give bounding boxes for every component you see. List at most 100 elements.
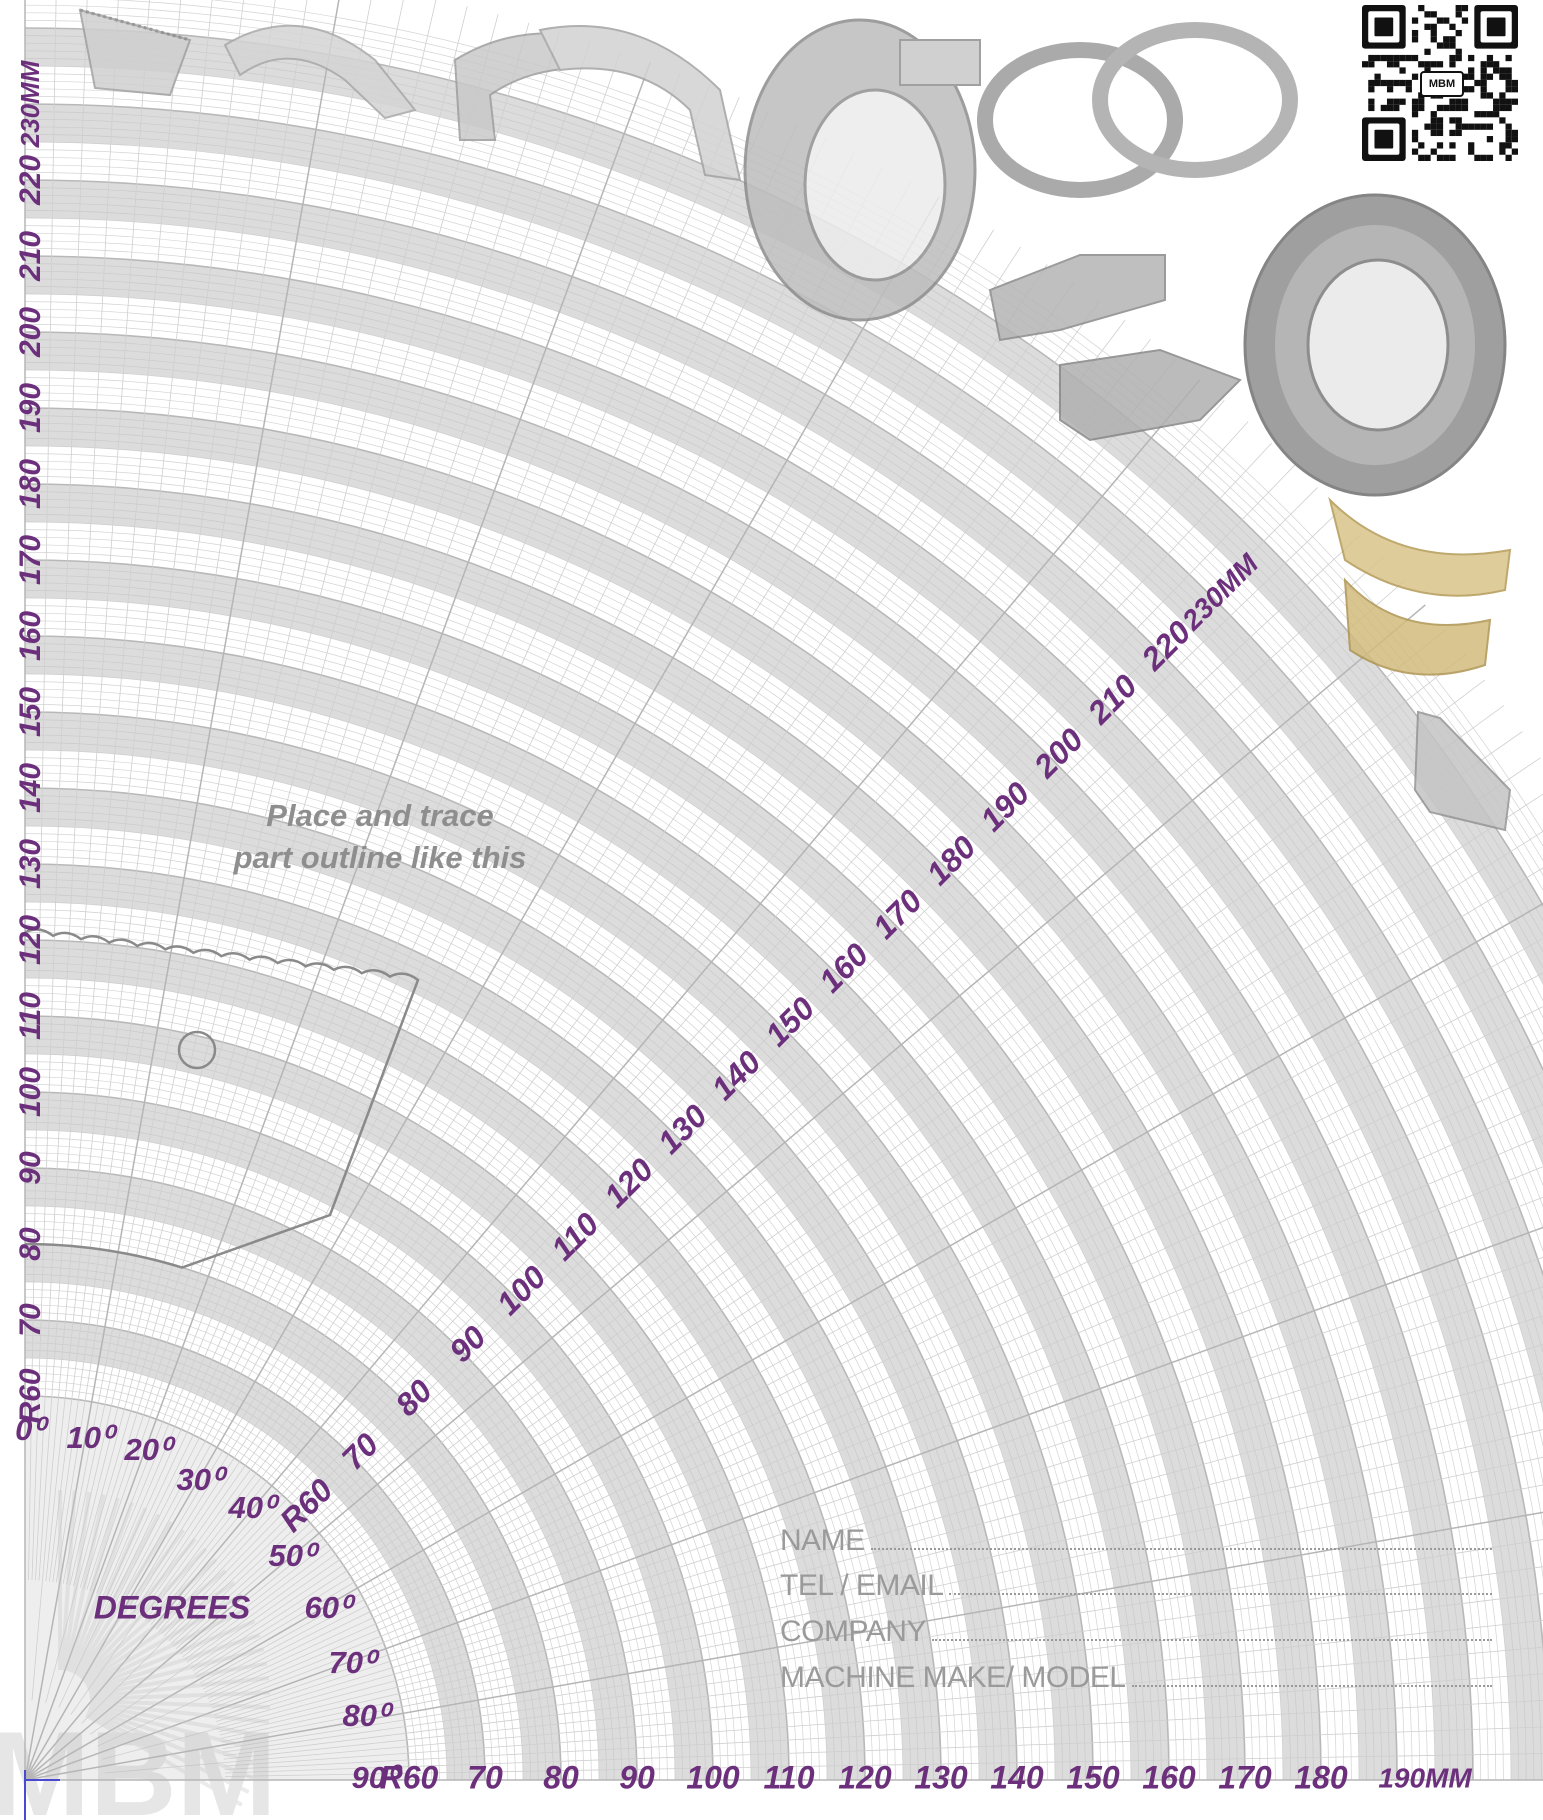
degree-spoke [79,22,530,1588]
degree-spoke [184,679,1486,1660]
bracket-part-icon [1413,710,1512,832]
degree-spoke [24,379,1201,1781]
horizontal-radius-label: 80 [543,1759,579,1795]
vertical-radius-label: 120 [14,915,47,965]
degree-spoke [28,0,57,1581]
company-field[interactable]: COMPANY [780,1609,1492,1649]
degree-spoke [175,580,1405,1650]
degree-spoke [213,1256,1543,1716]
degree-spoke [207,1103,1543,1700]
vertical-radius-label: 200 [14,307,47,358]
degree-spoke [220,1456,1543,1739]
degree-spoke [163,464,1296,1637]
degree-spoke [62,0,372,1584]
qr-badge: MBM [1420,71,1464,97]
contact-field[interactable]: TEL / EMAIL [780,1563,1492,1603]
degree-spoke [204,1039,1543,1693]
horizontal-radius-label: 120 [838,1759,892,1795]
watermark-text: MBM [0,1707,277,1820]
degree-spoke [105,109,769,1598]
degree-spoke [58,123,798,1708]
horizontal-radius-label: 160 [1142,1759,1196,1795]
name-field[interactable]: NAME [780,1518,1492,1558]
degree-spoke [147,339,1151,1623]
degree-spoke [210,1166,1543,1706]
degree-spoke [127,212,967,1609]
mbm-watermark: MBM [0,1490,277,1820]
horizontal-radius-label: 150 [1066,1759,1120,1795]
thin-ring-icon [977,22,1298,198]
degree-spoke [24,604,1426,1781]
degree-label: 90⁰ [352,1760,403,1795]
degree-spoke [31,0,88,1581]
degree-spoke [224,1673,1543,1767]
split-ring-icon [453,25,742,182]
degree-spoke [38,0,150,1581]
degree-label: 10⁰ [67,1420,118,1455]
degree-spoke [182,654,1466,1658]
instruction-line-1: Place and trace [266,798,494,833]
degree-spoke [24,902,1543,1781]
degree-spoke [24,196,940,1781]
degree-spoke [168,509,1341,1642]
degree-label: 60⁰ [305,1590,356,1625]
trace-instruction: Place and trace part outline like this [200,795,560,879]
degree-spoke [112,136,827,1601]
degree-label: 20⁰ [124,1432,176,1467]
qr-code-icon[interactable]: MBM [1362,5,1518,161]
horizontal-radius-label: 190MM [1378,1762,1472,1793]
contact-label: TEL / EMAIL [780,1569,944,1602]
vertical-radius-label: 180 [14,459,47,509]
degree-spoke [115,151,856,1602]
degree-spoke [199,938,1543,1684]
vertical-radius-label: 190 [14,383,47,433]
degree-spoke [24,61,651,1781]
knife-holder-icon [743,18,981,322]
degree-spoke [72,6,468,1587]
degree-spoke [83,31,560,1589]
degree-spoke [218,1401,1543,1733]
vertical-radius-label: 210 [14,231,47,282]
degree-spoke [69,0,437,1586]
horizontal-radius-label: 140 [990,1759,1044,1795]
origin-crosshair [24,1770,60,1820]
degree-spoke [196,867,1543,1678]
machine-label: MACHINE MAKE/ MODEL [780,1661,1126,1694]
degree-label: 70⁰ [329,1645,380,1680]
degree-spoke [136,264,1048,1615]
degree-label: 40⁰ [228,1490,280,1525]
vertical-radius-label: 160 [14,611,47,661]
horizontal-radius-label: 100 [686,1759,740,1795]
degree-spoke [158,421,1249,1632]
degree-spoke [55,0,308,1583]
degree-spoke [208,1135,1543,1703]
degree-spoke [24,0,340,1781]
degree-spoke [201,972,1543,1687]
degree-spoke [224,1753,1543,1777]
degree-spoke [203,1006,1543,1690]
bearing-ring-icon [1243,193,1507,497]
company-line[interactable] [931,1638,1492,1641]
vertical-radius-label: 80 [14,1227,47,1261]
degree-spoke [190,757,1541,1669]
degree-spoke [24,1511,1543,1781]
brass-blade-icon [1328,496,1512,676]
vertical-radius-label: 70 [14,1303,47,1337]
degrees-caption: DEGREES [94,1589,251,1625]
degree-spoke [192,793,1543,1672]
curved-blade-icon [223,24,417,120]
degree-spoke [102,1372,1543,1760]
contact-line[interactable] [949,1592,1492,1595]
degree-spoke [224,1700,1543,1770]
machine-field[interactable]: MACHINE MAKE/ MODEL [780,1655,1492,1695]
degree-spoke [219,1429,1543,1736]
name-line[interactable] [870,1547,1492,1550]
machine-line[interactable] [1131,1684,1492,1687]
parts-illustrations [78,8,1512,832]
degree-spoke [86,41,591,1590]
degree-spoke [52,0,276,1583]
degree-spoke [211,1196,1543,1709]
degree-spoke [31,0,182,1701]
blade-part-icon [78,8,192,97]
